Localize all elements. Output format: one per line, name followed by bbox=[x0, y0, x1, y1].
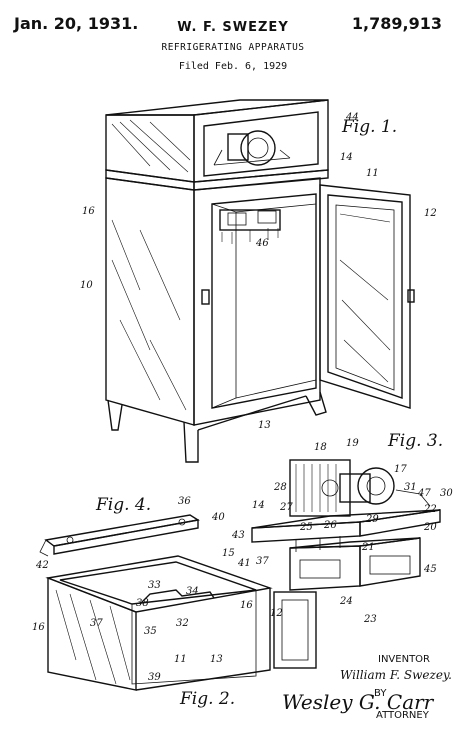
ref-16-door: 16 bbox=[240, 600, 253, 611]
ref-45: 45 bbox=[423, 564, 437, 575]
ref-22: 22 bbox=[423, 504, 437, 515]
ref-27: 27 bbox=[279, 502, 293, 513]
ref-28: 28 bbox=[273, 482, 287, 493]
ref-44: 44 bbox=[345, 112, 359, 123]
patent-title: REFRIGERATING APPARATUS bbox=[161, 42, 305, 53]
ref-13-fig2: 13 bbox=[210, 654, 223, 665]
ref-35: 35 bbox=[144, 626, 157, 637]
ref-43: 43 bbox=[231, 530, 245, 541]
patent-number: 1,789,913 bbox=[351, 14, 442, 33]
ref-33: 33 bbox=[148, 580, 161, 591]
ref-23: 23 bbox=[363, 614, 377, 625]
figure-1-cabinet bbox=[105, 99, 415, 463]
figure-2-section bbox=[45, 555, 317, 691]
ref-47: 47 bbox=[417, 488, 431, 499]
ref-34: 34 bbox=[186, 586, 199, 597]
inventor-name-header: W. F. SWEZEY bbox=[177, 20, 289, 35]
ref-30: 30 bbox=[440, 488, 453, 499]
patent-date: Jan. 20, 1931. bbox=[14, 14, 139, 33]
ref-39: 39 bbox=[148, 672, 161, 683]
ref-31: 31 bbox=[404, 482, 417, 493]
figure-4-bar bbox=[39, 514, 200, 557]
ref-14: 14 bbox=[340, 152, 353, 163]
ref-37-fig2: 37 bbox=[256, 556, 269, 567]
ref-38: 38 bbox=[136, 598, 149, 609]
ref-10: 10 bbox=[80, 280, 93, 291]
ref-20: 20 bbox=[423, 522, 437, 533]
inventor-signature: William F. Swezey. bbox=[340, 668, 452, 682]
ref-15: 15 bbox=[222, 548, 235, 559]
ref-29: 29 bbox=[365, 514, 379, 525]
ref-12-fig2: 12 bbox=[270, 608, 283, 619]
ref-42: 42 bbox=[35, 560, 49, 571]
ref-18: 18 bbox=[314, 442, 327, 453]
attorney-label: ATTORNEY bbox=[376, 710, 429, 721]
ref-16-fig2: 16 bbox=[32, 622, 45, 633]
fig-3-label: Fig. 3. bbox=[387, 431, 443, 451]
ref-40: 40 bbox=[211, 512, 225, 523]
ref-41: 41 bbox=[237, 558, 251, 569]
inventor-label: INVENTOR bbox=[378, 654, 430, 665]
attorney-signature: Wesley G. Carr bbox=[282, 690, 434, 714]
ref-25: 25 bbox=[299, 522, 313, 533]
fig-4-label: Fig. 4. bbox=[95, 495, 151, 515]
by-label: BY bbox=[374, 688, 387, 699]
filing-date: Filed Feb. 6, 1929 bbox=[178, 61, 288, 72]
ref-13: 13 bbox=[258, 420, 271, 431]
ref-24: 24 bbox=[339, 596, 353, 607]
ref-17: 17 bbox=[394, 464, 407, 475]
ref-21: 21 bbox=[361, 542, 375, 553]
figure-3-unit bbox=[251, 459, 441, 591]
ref-11: 11 bbox=[366, 168, 379, 179]
ref-19: 19 bbox=[346, 438, 359, 449]
fig-2-label: Fig. 2. bbox=[179, 689, 235, 709]
ref-36: 36 bbox=[178, 496, 191, 507]
fig-1-label: Fig. 1. bbox=[341, 117, 397, 137]
ref-32: 32 bbox=[176, 618, 189, 629]
ref-26: 26 bbox=[323, 520, 337, 531]
ref-11-fig2: 11 bbox=[174, 654, 187, 665]
ref-14-fig3: 14 bbox=[252, 500, 265, 511]
ref-12: 12 bbox=[424, 208, 437, 219]
ref-37: 37 bbox=[90, 618, 103, 629]
ref-46: 46 bbox=[255, 238, 269, 249]
ref-16: 16 bbox=[82, 206, 95, 217]
